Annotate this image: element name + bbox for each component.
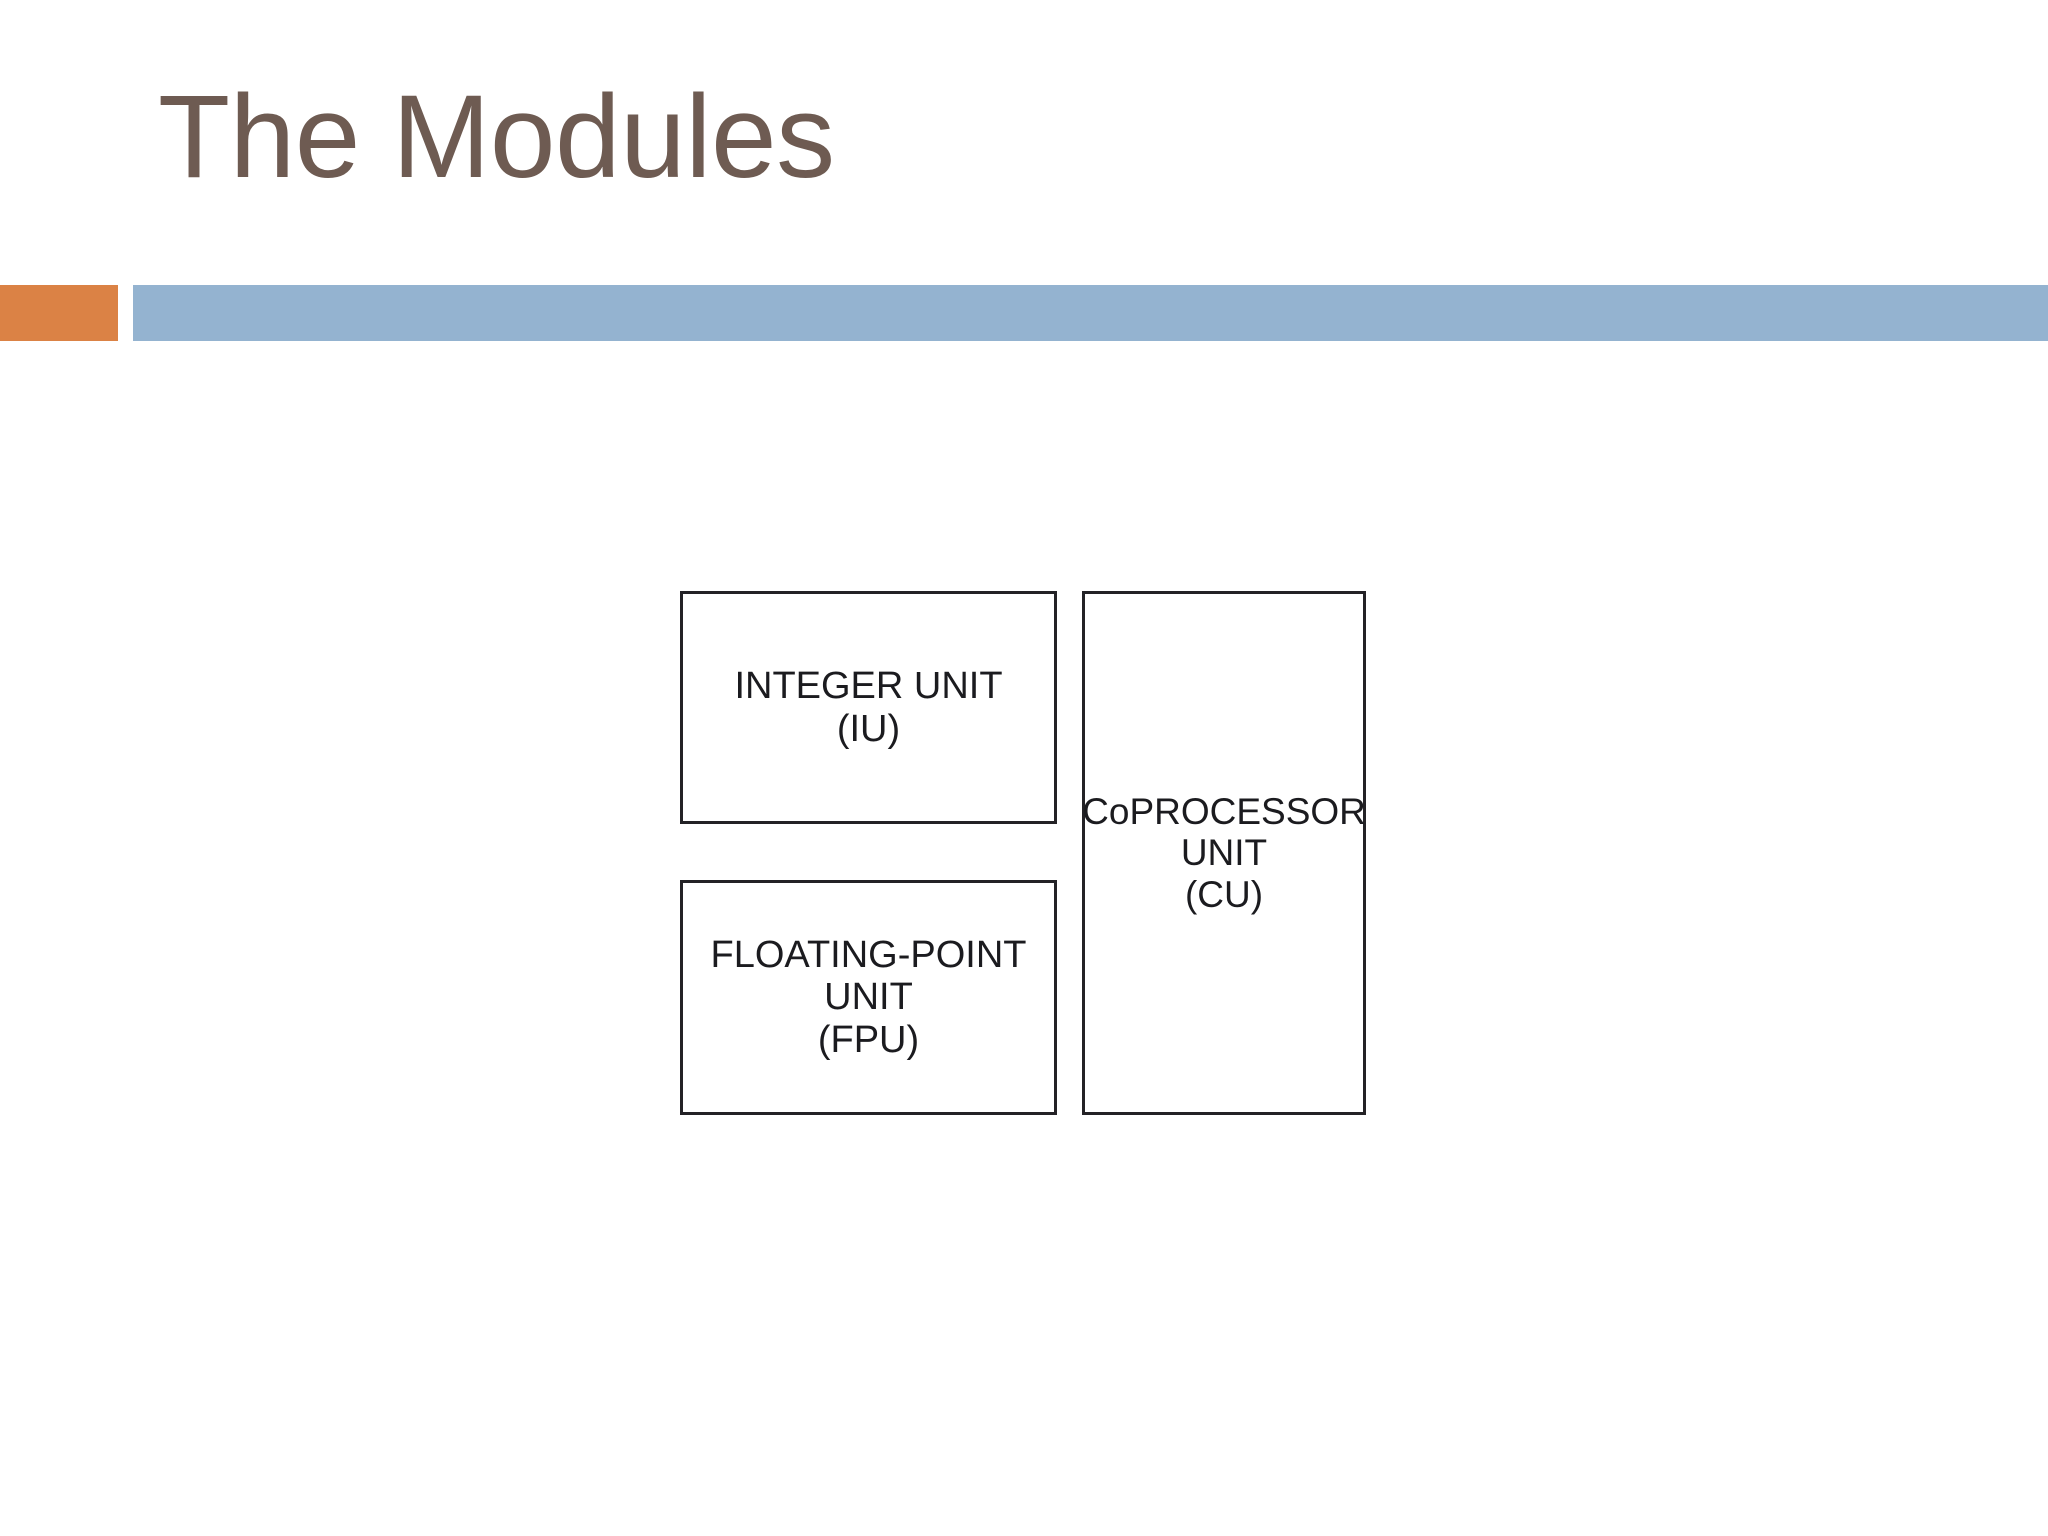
diagram-box-integer-unit: INTEGER UNIT (IU): [680, 591, 1057, 824]
page-title: The Modules: [158, 71, 835, 203]
diagram-box-integer-unit-line-1: INTEGER UNIT: [734, 664, 1003, 707]
title-divider-bar: [133, 285, 2048, 341]
diagram-box-coprocessor-unit-line-2: UNIT: [1180, 832, 1268, 874]
diagram-box-coprocessor-unit-line-3: (CU): [1184, 873, 1264, 915]
diagram-box-floating-point-unit-line-2: UNIT: [824, 976, 913, 1019]
diagram-box-coprocessor-unit: CoPROCESSOR UNIT (CU): [1082, 591, 1366, 1115]
diagram-box-integer-unit-line-2: (IU): [836, 707, 901, 750]
modules-diagram: INTEGER UNIT (IU) FLOATING-POINT UNIT (F…: [680, 591, 1366, 1115]
title-accent-block: [0, 285, 118, 341]
diagram-box-floating-point-unit-line-1: FLOATING-POINT: [710, 933, 1027, 976]
diagram-box-floating-point-unit: FLOATING-POINT UNIT (FPU): [680, 880, 1057, 1115]
diagram-box-coprocessor-unit-line-1: CoPROCESSOR: [1082, 790, 1366, 832]
diagram-box-floating-point-unit-line-3: (FPU): [817, 1018, 920, 1061]
